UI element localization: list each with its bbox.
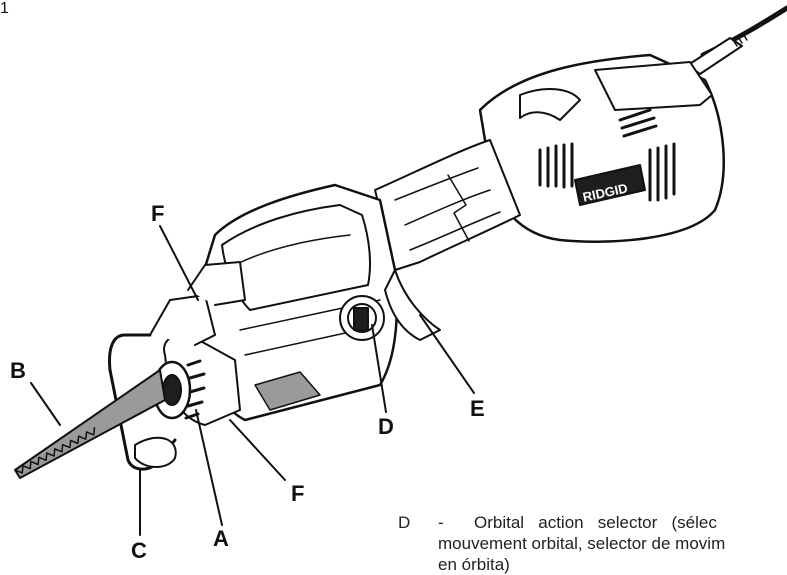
saw-blade — [14, 369, 166, 479]
caption-dash: - — [438, 513, 444, 532]
cord-strain-relief — [687, 37, 743, 75]
callout-e: E — [470, 396, 485, 421]
callout-c: C — [131, 538, 147, 563]
blade-clamp — [152, 334, 241, 426]
callout-f-top: F — [151, 201, 165, 226]
caption-line-2: mouvement orbital, selector de movim — [438, 534, 726, 553]
caption-line-3: en órbita) — [438, 555, 510, 574]
leader-lines — [30, 225, 475, 536]
caption-text-1: Orbital action selector (sélec — [474, 513, 717, 532]
orbital-selector-dial — [339, 295, 385, 341]
caption-letter: D — [398, 513, 411, 532]
legend-caption: D - Orbital action selector (sélec mouveme… — [398, 512, 787, 575]
callout-d: D — [378, 414, 394, 439]
motor-vents — [538, 108, 676, 202]
handle-grip — [374, 139, 521, 271]
caption-line-1: D - Orbital action selector (sélec — [398, 512, 787, 533]
figure-number: 1 — [0, 0, 9, 17]
callout-a: A — [213, 526, 229, 551]
callout-f-bottom: F — [291, 481, 305, 506]
callout-b: B — [10, 358, 26, 383]
